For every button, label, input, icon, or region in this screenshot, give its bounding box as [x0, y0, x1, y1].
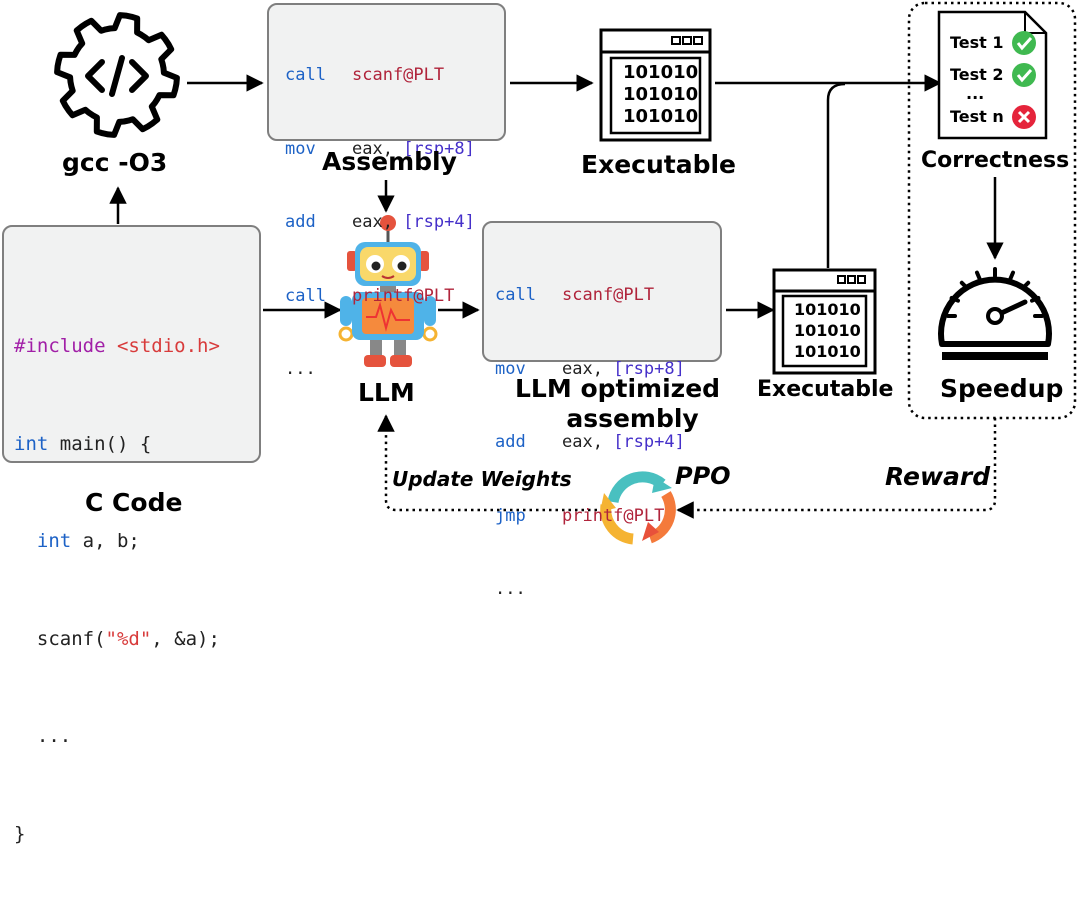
c-string: "%d"	[105, 627, 152, 650]
c-keyword: int	[14, 432, 49, 455]
llm-optimized-label: LLM optimized assembly	[515, 374, 720, 434]
c-text: a, b;	[71, 530, 140, 552]
asm-op: add	[285, 212, 316, 232]
asm-line: call scanf@PLT	[495, 283, 654, 308]
c-text: main() {	[48, 432, 152, 455]
asm-line: mov eax, [rsp+8]	[285, 137, 475, 162]
test-n-label: Test n	[950, 107, 1004, 126]
c-text: , &a);	[151, 627, 220, 650]
c-keyword: int	[36, 530, 72, 552]
test-dots-label: ...	[966, 84, 985, 103]
asm-arg: scanf@PLT	[352, 65, 445, 85]
gear-icon	[54, 12, 180, 138]
asm-dots: ...	[285, 359, 316, 379]
c-code-label: C Code	[85, 488, 183, 517]
c-line: scanf("%d", &a);	[14, 623, 220, 656]
gcc-label: gcc -O3	[62, 148, 168, 177]
ppo-label: PPO	[675, 462, 731, 490]
executable-bottom-window	[772, 268, 877, 375]
binary-line: 101010	[794, 342, 861, 361]
binary-line: 101010	[794, 321, 861, 340]
robot-llm-icon	[338, 215, 438, 367]
c-brace: }	[14, 822, 26, 845]
diagram-graphics	[15, 1, 1077, 545]
asm-dots: ...	[495, 579, 526, 599]
asm-reg: [rsp+8]	[613, 358, 685, 379]
asm-arg: eax,	[562, 432, 614, 452]
c-line: int main() {	[14, 428, 220, 461]
executable-top-window	[599, 28, 712, 142]
asm-arg: eax,	[562, 358, 614, 379]
c-source-code: #include <stdio.h> int main() { int a, b…	[14, 265, 220, 915]
asm-op: jmp	[495, 505, 526, 526]
binary-bottom: 101010 101010 101010	[794, 299, 861, 362]
ppo-cycle-icon	[600, 471, 676, 545]
asm-line: ...	[495, 577, 546, 602]
assembly-label: Assembly	[322, 147, 457, 176]
asm-arg: eax,	[352, 212, 404, 232]
asm-line: call scanf@PLT	[285, 63, 444, 88]
asm-arg: eax,	[352, 138, 404, 159]
c-line: #include <stdio.h>	[14, 330, 220, 363]
c-line: int a, b;	[14, 525, 220, 558]
c-include: #include	[14, 335, 106, 357]
assembly-box	[267, 3, 506, 141]
arrow-reward-to-ppo	[676, 418, 997, 519]
binary-line: 101010	[623, 106, 699, 127]
asm-reg: [rsp+4]	[613, 432, 685, 452]
cross-icon	[1012, 105, 1036, 129]
binary-line: 101010	[794, 300, 861, 319]
binary-line: 101010	[623, 84, 699, 105]
assembly-code: call scanf@PLT mov eax, [rsp+8] add eax, [r…	[285, 14, 475, 431]
check-icon-1	[1012, 31, 1036, 55]
asm-line: add eax, [rsp+4]	[495, 430, 685, 455]
asm-op: mov	[285, 138, 316, 159]
asm-arg: scanf@PLT	[562, 285, 655, 305]
correctness-label: Correctness	[921, 148, 1070, 173]
asm-op: call	[285, 285, 326, 306]
executable-bottom-label: Executable	[757, 377, 894, 402]
c-dots: ...	[36, 725, 72, 747]
asm-arg: printf@PLT	[352, 285, 455, 306]
asm-op: mov	[495, 358, 526, 379]
asm-line: add eax, [rsp+4]	[285, 210, 475, 235]
arrow-exec2-to-tests	[826, 82, 846, 268]
asm-op: add	[495, 432, 526, 452]
speedometer-icon	[938, 267, 1052, 360]
optimized-assembly-box	[482, 221, 722, 362]
c-line: ...	[14, 720, 220, 753]
c-header: <stdio.h>	[116, 335, 220, 357]
executable-top-label: Executable	[581, 150, 737, 179]
asm-line: jmp printf@PLT	[495, 504, 664, 529]
asm-reg: [rsp+8]	[403, 138, 475, 159]
asm-op: call	[495, 285, 536, 305]
optimized-assembly-code: call scanf@PLT mov eax, [rsp+8] add eax, [r…	[495, 234, 685, 651]
llm-label: LLM	[358, 378, 415, 407]
c-text: scanf(	[36, 627, 106, 650]
c-code-box	[2, 225, 261, 463]
asm-line: ...	[285, 357, 336, 382]
asm-arg: printf@PLT	[562, 505, 665, 526]
pipeline-diagram: call scanf@PLT mov eax, [rsp+8] add eax, [r…	[2, 1, 1077, 845]
asm-line: call printf@PLT	[285, 284, 454, 309]
reward-label: Reward	[885, 462, 991, 491]
asm-op: call	[285, 65, 326, 85]
test-1-label: Test 1	[950, 33, 1004, 52]
binary-top: 101010 101010 101010	[623, 62, 698, 128]
llm-optimized-line: assembly	[566, 404, 699, 433]
asm-reg: [rsp+4]	[403, 212, 475, 232]
check-icon-2	[1012, 63, 1036, 87]
update-weights-label: Update Weights	[392, 467, 572, 491]
arrow-ppo-to-llm	[377, 414, 597, 512]
binary-line: 101010	[623, 62, 699, 83]
speedup-label: Speedup	[940, 374, 1064, 403]
llm-optimized-line: LLM optimized	[515, 374, 721, 403]
c-line: }	[14, 818, 220, 851]
evaluation-container	[907, 1, 1077, 420]
test-2-label: Test 2	[950, 65, 1004, 84]
asm-line: mov eax, [rsp+8]	[495, 357, 685, 382]
